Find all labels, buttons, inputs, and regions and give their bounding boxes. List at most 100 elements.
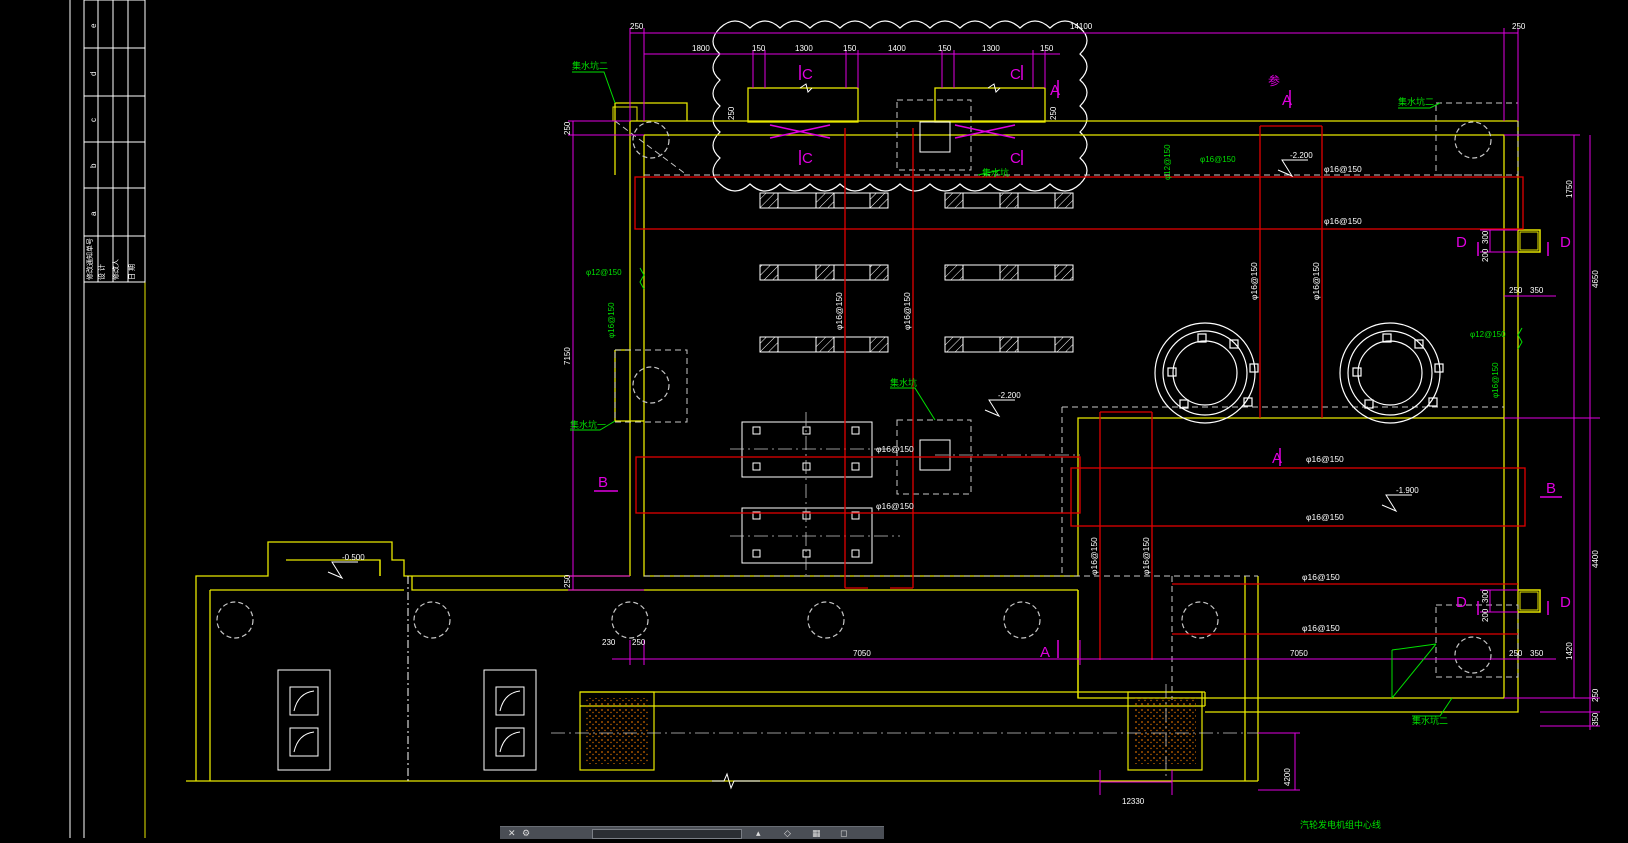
dim-bottom-4200: 4200 <box>1283 768 1292 786</box>
rebar-label-v2: φ16@150 <box>902 292 912 330</box>
rebar-lines[interactable] <box>634 125 1526 660</box>
section-d-2: D <box>1560 234 1571 251</box>
dim-right-4650: 4650 <box>1591 270 1600 288</box>
rebar-label-2: φ16@150 <box>1324 216 1362 226</box>
rebar-label-7: φ16@150 <box>1302 572 1340 582</box>
concrete-piers[interactable] <box>579 691 1203 771</box>
section-d-4: D <box>1560 594 1571 611</box>
section-markers[interactable] <box>594 65 1562 658</box>
section-d-3: D <box>1456 594 1467 611</box>
rebar-labels: φ16@150 φ16@150 φ16@150 φ16@150 φ16@150 … <box>834 164 1362 633</box>
centerlines <box>551 412 1270 780</box>
section-b-right: B <box>1546 480 1556 497</box>
rebar-label-8: φ16@150 <box>1302 623 1340 633</box>
close-icon[interactable]: ✕ <box>508 828 516 838</box>
tb-col-d: d <box>89 72 98 76</box>
dim-bottom-12330: 12330 <box>1122 797 1145 806</box>
column-circles[interactable] <box>216 121 1492 674</box>
rebar-label-v5: φ16@150 <box>1089 537 1099 575</box>
note-center-line: 汽轮发电机组中心线 <box>1300 819 1381 830</box>
tb-row-3: 日 期 <box>128 264 136 280</box>
dim-right-350-c: 350 <box>1591 712 1600 726</box>
dim-right-350-b: 350 <box>1530 649 1544 658</box>
elevation-marks <box>327 159 1412 580</box>
rebar-label-4: φ16@150 <box>876 501 914 511</box>
dim-seg-5: 150 <box>938 44 952 53</box>
dim-right-200-a: 200 <box>1481 248 1490 262</box>
dim-seg-0: 1800 <box>692 44 710 53</box>
section-c-4: C <box>1010 150 1021 167</box>
dim-right-250-c: 250 <box>1591 688 1600 702</box>
ref-mark: 参 <box>1268 73 1280 88</box>
dim-right-1420: 1420 <box>1565 642 1574 660</box>
section-a-top2: A <box>1050 82 1060 99</box>
dim-bottom-250: 250 <box>632 638 646 647</box>
rebar-label-1: φ16@150 <box>1324 164 1362 174</box>
dim-top-right: 250 <box>1512 22 1526 31</box>
foundation-walls[interactable] <box>186 87 1541 782</box>
elevation-2: -2.200 <box>998 391 1021 400</box>
dim-small-250-mid: 250 <box>1049 106 1058 120</box>
dim-right-200-b: 200 <box>1481 608 1490 622</box>
settings-icon[interactable]: ⚙ <box>522 828 531 838</box>
note-pit-mid: 集水坑 <box>890 377 917 388</box>
rebar-green-5: φ12@150 <box>1163 144 1172 180</box>
section-labels: A A A A B B C C C C D D D D 参 <box>598 66 1571 661</box>
dim-small-250-top: 250 <box>727 106 736 120</box>
rebar-green-2: φ12@150 <box>1470 330 1506 339</box>
dim-right-1750: 1750 <box>1565 180 1574 198</box>
tb-row-0: 修改通知单号 <box>85 238 94 280</box>
note-pit-top: 集水坑 <box>982 167 1009 178</box>
title-block <box>69 0 146 838</box>
embedded-plates[interactable] <box>277 121 1074 781</box>
dim-bottom-7050-a: 7050 <box>853 649 871 658</box>
section-a-mid: A <box>1272 450 1282 467</box>
note-pit-2-right: 集水坑二 <box>1398 96 1434 107</box>
rebar-label-v6: φ16@150 <box>1141 537 1151 575</box>
dim-seg-6: 1300 <box>982 44 1000 53</box>
dim-top-left: 250 <box>630 22 644 31</box>
dim-seg-1: 150 <box>752 44 766 53</box>
rebar-green-4: φ16@150 <box>607 302 616 338</box>
rebar-label-6: φ16@150 <box>1306 512 1344 522</box>
rebar-green-1: φ12@150 <box>586 268 622 277</box>
rebar-label-3: φ16@150 <box>876 444 914 454</box>
section-d-1: D <box>1456 234 1467 251</box>
dim-right-300-b: 300 <box>1481 589 1490 603</box>
elevation-1: -2.200 <box>1290 151 1313 160</box>
snap-icon[interactable]: ◇ <box>784 828 791 838</box>
tb-row-2: 修改人 <box>111 259 120 280</box>
rebar-label-v3: φ16@150 <box>1249 262 1259 300</box>
dim-bottom-7050-b: 7050 <box>1290 649 1308 658</box>
dim-bottom-230: 230 <box>602 638 616 647</box>
tb-col-b: b <box>89 163 98 168</box>
ortho-icon[interactable]: ◻ <box>840 828 848 838</box>
tb-row-1: 设 计 <box>97 264 106 280</box>
dim-left-250-a: 250 <box>563 121 572 135</box>
grid-icon[interactable]: ▦ <box>812 828 821 838</box>
rebar-green-3: φ16@150 <box>1200 155 1236 164</box>
section-b-left: B <box>598 474 608 491</box>
dim-right-350-a: 350 <box>1530 286 1544 295</box>
dim-left-250-b: 250 <box>563 574 572 588</box>
dashed-outlines <box>614 99 1519 700</box>
note-pit-2-bottom: 集水坑二 <box>1412 715 1448 726</box>
section-a-top: A <box>1282 92 1292 109</box>
dim-right-4400: 4400 <box>1591 550 1600 568</box>
command-bar[interactable]: ✕ ⚙ ▴ ◇ ▦ ◻ <box>500 826 884 839</box>
dim-top-total: 14100 <box>1070 22 1093 31</box>
recent-commands-icon[interactable]: ▴ <box>756 828 761 838</box>
dim-seg-2: 1300 <box>795 44 813 53</box>
dim-seg-7: 150 <box>1040 44 1054 53</box>
green-notes: 集水坑二 集水坑一 集水坑二 集水坑二 集水坑 集水坑 汽轮发电机组中心线 <box>570 60 1448 830</box>
dim-left-7150: 7150 <box>563 347 572 365</box>
section-c-2: C <box>1010 66 1021 83</box>
revision-cloud[interactable] <box>712 20 1088 192</box>
rebar-label-v1: φ16@150 <box>834 292 844 330</box>
dim-right-250: 250 <box>1509 286 1523 295</box>
title-block-text: e d c b a 修改通知单号 设 计 修改人 日 期 <box>85 23 136 280</box>
note-pit-1: 集水坑一 <box>570 419 606 430</box>
pipe-flanges[interactable] <box>1154 322 1444 424</box>
